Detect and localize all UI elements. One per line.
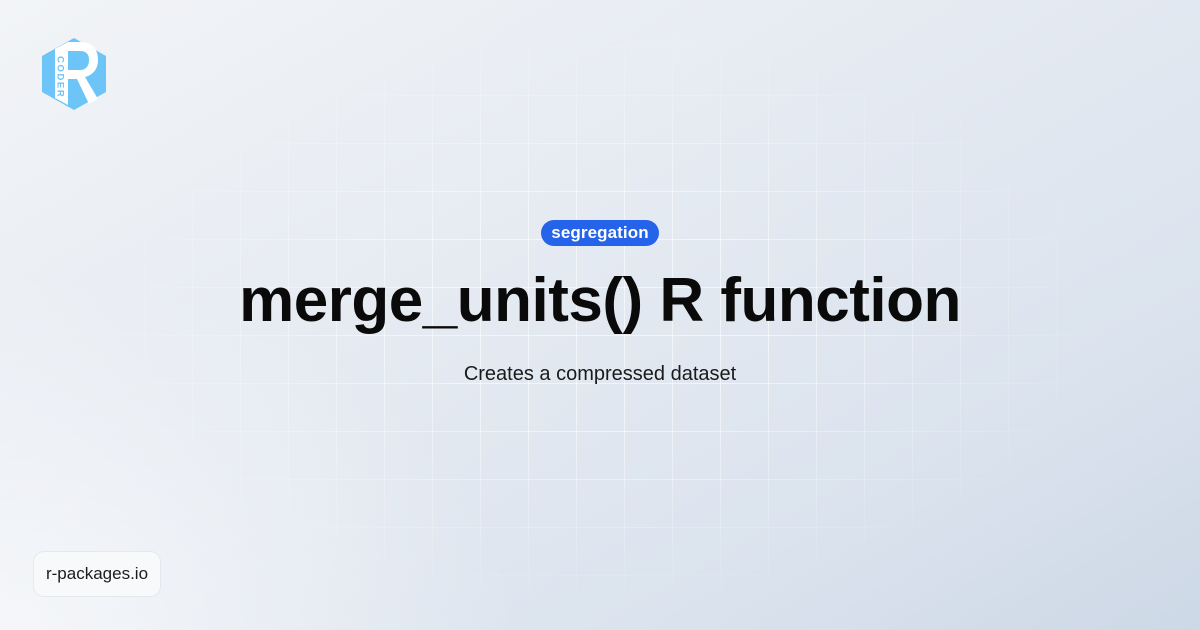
- r-coder-logo: CODER: [40, 37, 108, 111]
- page-subtitle: Creates a compressed dataset: [463, 363, 737, 385]
- svg-text:CODER: CODER: [55, 56, 66, 98]
- hero: segregation merge_units() R function Cre…: [0, 220, 1200, 387]
- site-link[interactable]: r-packages.io: [34, 552, 160, 596]
- page-title: merge_units() R function: [239, 266, 961, 335]
- site-label: r-packages.io: [45, 564, 149, 583]
- hexagon-r-logo-icon: CODER: [42, 38, 106, 110]
- category-badge[interactable]: segregation: [541, 220, 659, 246]
